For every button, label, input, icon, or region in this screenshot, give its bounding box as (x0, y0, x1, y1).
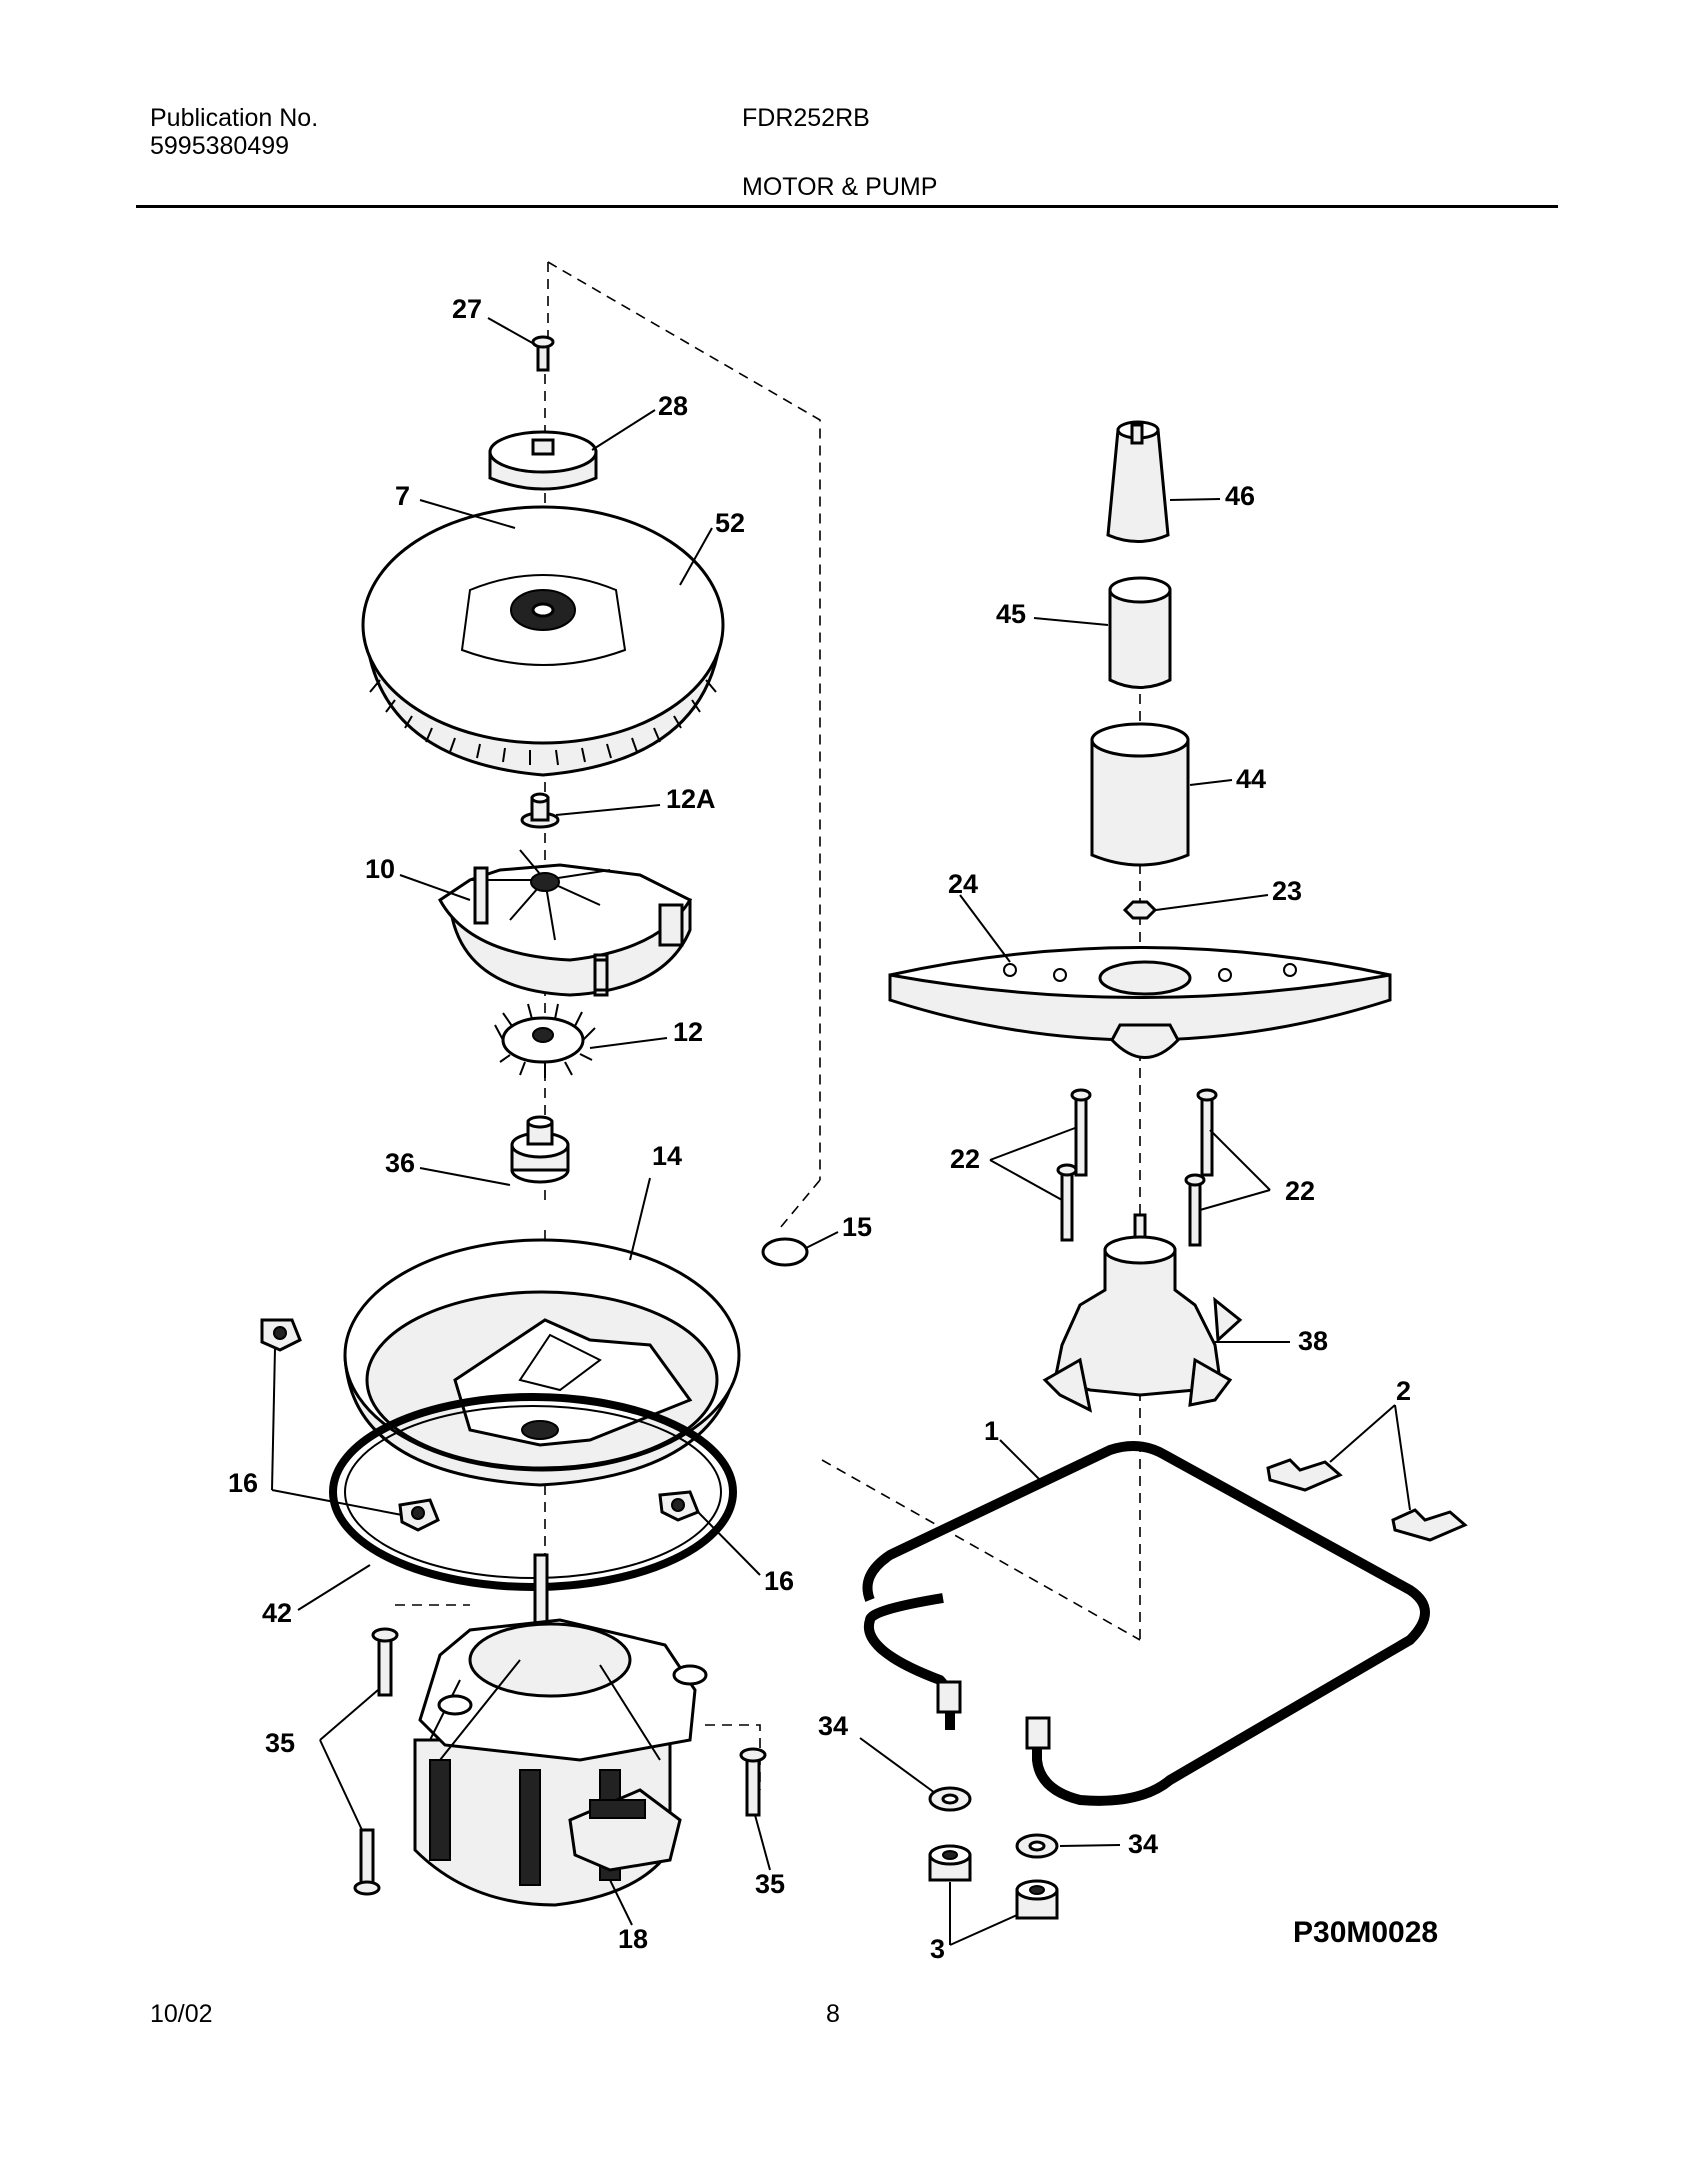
callout-52: 52 (715, 508, 745, 538)
part-10-pump-housing (438, 849, 693, 997)
section-title: MOTOR & PUMP (742, 173, 938, 201)
part-3-nut-left (928, 1844, 972, 1882)
model-number: FDR252RB (742, 104, 870, 132)
publication-label: Publication No. (150, 104, 319, 132)
part-15-clip (761, 1237, 809, 1267)
callout-27: 27 (452, 294, 482, 324)
figure-code: P30M0028 (1293, 1916, 1438, 1949)
part-12A-spacer (520, 792, 560, 829)
leader-lines (271, 317, 1411, 1946)
part-2-bracket-a (1266, 1458, 1343, 1492)
callout-23: 23 (1272, 876, 1302, 906)
footer-date: 10/02 (150, 2000, 213, 2028)
part-18-motor (413, 1553, 708, 1907)
callout-18: 18 (618, 1924, 648, 1954)
part-35-screw-right (739, 1747, 767, 1817)
part-36-seal (510, 1115, 570, 1184)
publication-number: 5995380499 (150, 132, 290, 160)
part-22-bolt-c (1196, 1088, 1218, 1177)
callout-7: 7 (395, 481, 410, 511)
callout-14: 14 (652, 1141, 682, 1171)
part-22-bolt-d (1184, 1173, 1206, 1247)
part-16-clip-right (658, 1490, 700, 1522)
callout-16-right: 16 (764, 1566, 794, 1596)
part-27-screw (531, 335, 555, 372)
part-1-heating-element (862, 1441, 1430, 1806)
callout-38: 38 (1298, 1326, 1328, 1356)
part-35-screw-lower-left (353, 1828, 381, 1896)
callout-24: 24 (948, 869, 978, 899)
header-rule (136, 205, 1558, 208)
part-14-sump (343, 1238, 741, 1487)
callout-12A: 12A (666, 784, 716, 814)
page-number: 8 (826, 2000, 840, 2028)
callout-16-left: 16 (228, 1468, 258, 1498)
callout-2: 2 (1396, 1376, 1411, 1406)
callout-42: 42 (262, 1598, 292, 1628)
callout-1: 1 (984, 1416, 999, 1446)
callout-44: 44 (1236, 764, 1266, 794)
part-46-nozzle (1106, 420, 1170, 543)
part-22-bolt-a (1070, 1088, 1092, 1177)
part-34-washer-right (1015, 1833, 1059, 1859)
part-24-spray-arm (888, 946, 1392, 1059)
part-45-tube (1108, 576, 1172, 689)
callout-10: 10 (365, 854, 395, 884)
part-22-bolt-b (1056, 1163, 1078, 1242)
callout-45: 45 (996, 599, 1026, 629)
callout-28: 28 (658, 391, 688, 421)
part-2-bracket-b (1391, 1508, 1468, 1542)
part-35-screw-upper (371, 1627, 399, 1697)
part-23-nut (1122, 900, 1158, 920)
part-52-gear-disc (361, 505, 725, 777)
part-16-clip-center-left (398, 1498, 440, 1532)
part-44-tube (1090, 722, 1190, 867)
part-34-washer-left (928, 1786, 972, 1812)
callout-22-right: 22 (1285, 1176, 1315, 1206)
part-3-nut-right (1015, 1879, 1059, 1920)
part-28-hub (488, 430, 598, 491)
callout-34-left: 34 (818, 1711, 848, 1741)
part-16-clip-left (260, 1318, 302, 1352)
callout-36: 36 (385, 1148, 415, 1178)
callout-3: 3 (930, 1934, 945, 1964)
callout-46: 46 (1225, 481, 1255, 511)
callout-15: 15 (842, 1212, 872, 1242)
callout-22-left: 22 (950, 1144, 980, 1174)
callout-labels: 27 28 7 52 12A 10 12 36 14 15 16 16 42 3… (228, 294, 1438, 1964)
part-42-gasket (329, 1393, 737, 1591)
part-12-impeller (494, 1003, 596, 1078)
callout-35-right: 35 (755, 1869, 785, 1899)
callout-34-right: 34 (1128, 1829, 1158, 1859)
callout-35-left: 35 (265, 1728, 295, 1758)
part-38-manifold (1042, 1213, 1243, 1413)
callout-12: 12 (673, 1017, 703, 1047)
